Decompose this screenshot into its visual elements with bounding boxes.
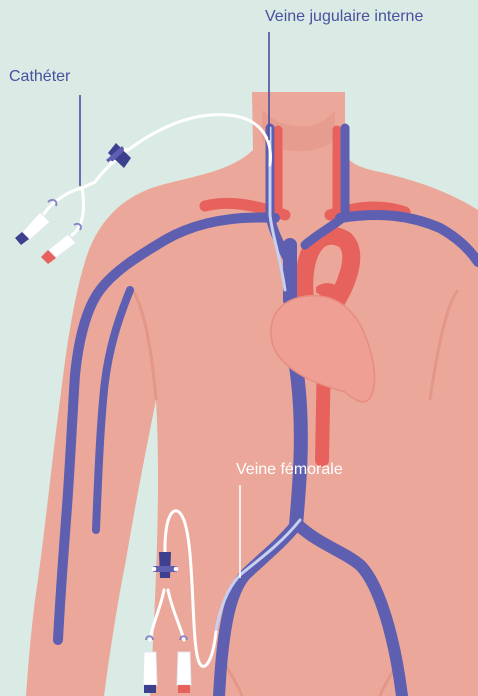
cap-red-femoral	[178, 685, 190, 693]
hub-suture-hole-4	[174, 567, 179, 572]
inferior-vena-cava	[295, 360, 301, 525]
hub-wing-femoral	[153, 566, 177, 572]
hub-suture-hole-3	[152, 567, 157, 572]
hub-suture-hole-2	[124, 148, 129, 153]
label-catheter: Cathéter	[9, 68, 70, 86]
luer-red-femoral	[177, 652, 191, 685]
label-veine-femorale: Veine fémorale	[236, 461, 343, 479]
cap-blue-femoral	[144, 685, 156, 693]
label-veine-jugulaire-interne: Veine jugulaire interne	[265, 8, 423, 26]
luer-blue-femoral	[143, 652, 157, 685]
hub-body-femoral	[159, 552, 171, 578]
hub-suture-hole-1	[109, 161, 114, 166]
